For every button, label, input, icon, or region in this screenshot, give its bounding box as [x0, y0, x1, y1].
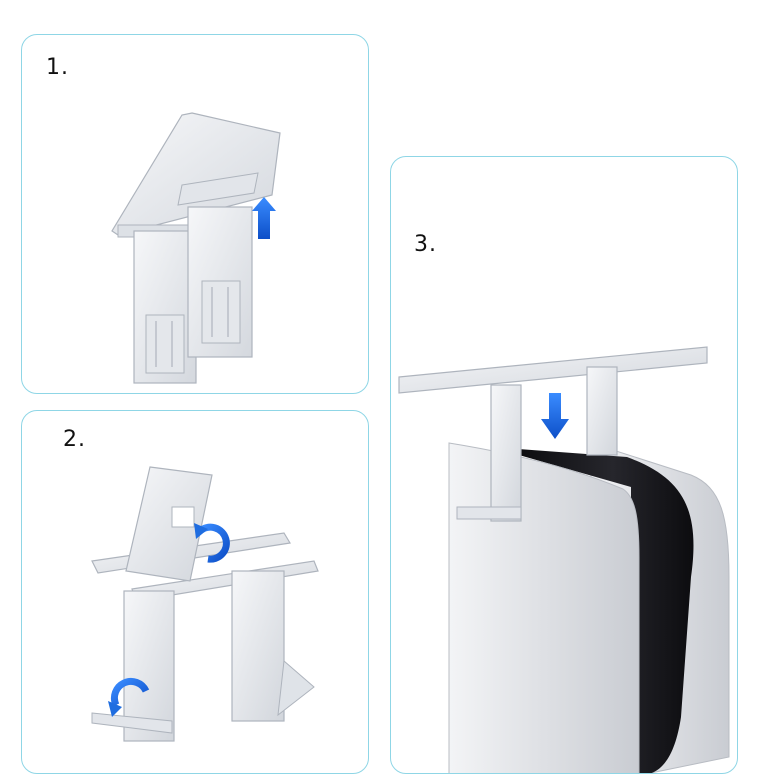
step-2-illustration — [91, 466, 319, 742]
arrow-down-icon — [541, 393, 569, 439]
step-1-label: 1. — [46, 55, 69, 80]
step-2-panel: 2. — [21, 410, 369, 774]
step-3-panel: 3. — [390, 156, 738, 774]
step-1-panel: 1. — [21, 34, 369, 394]
curved-arrow-icon — [194, 523, 230, 563]
step-1-illustration — [111, 112, 281, 384]
arrow-up-icon — [252, 197, 276, 239]
step-3-illustration — [398, 346, 730, 773]
curved-arrow-icon — [108, 677, 150, 717]
step-3-label: 3. — [414, 232, 437, 257]
step-2-label: 2. — [63, 427, 86, 452]
